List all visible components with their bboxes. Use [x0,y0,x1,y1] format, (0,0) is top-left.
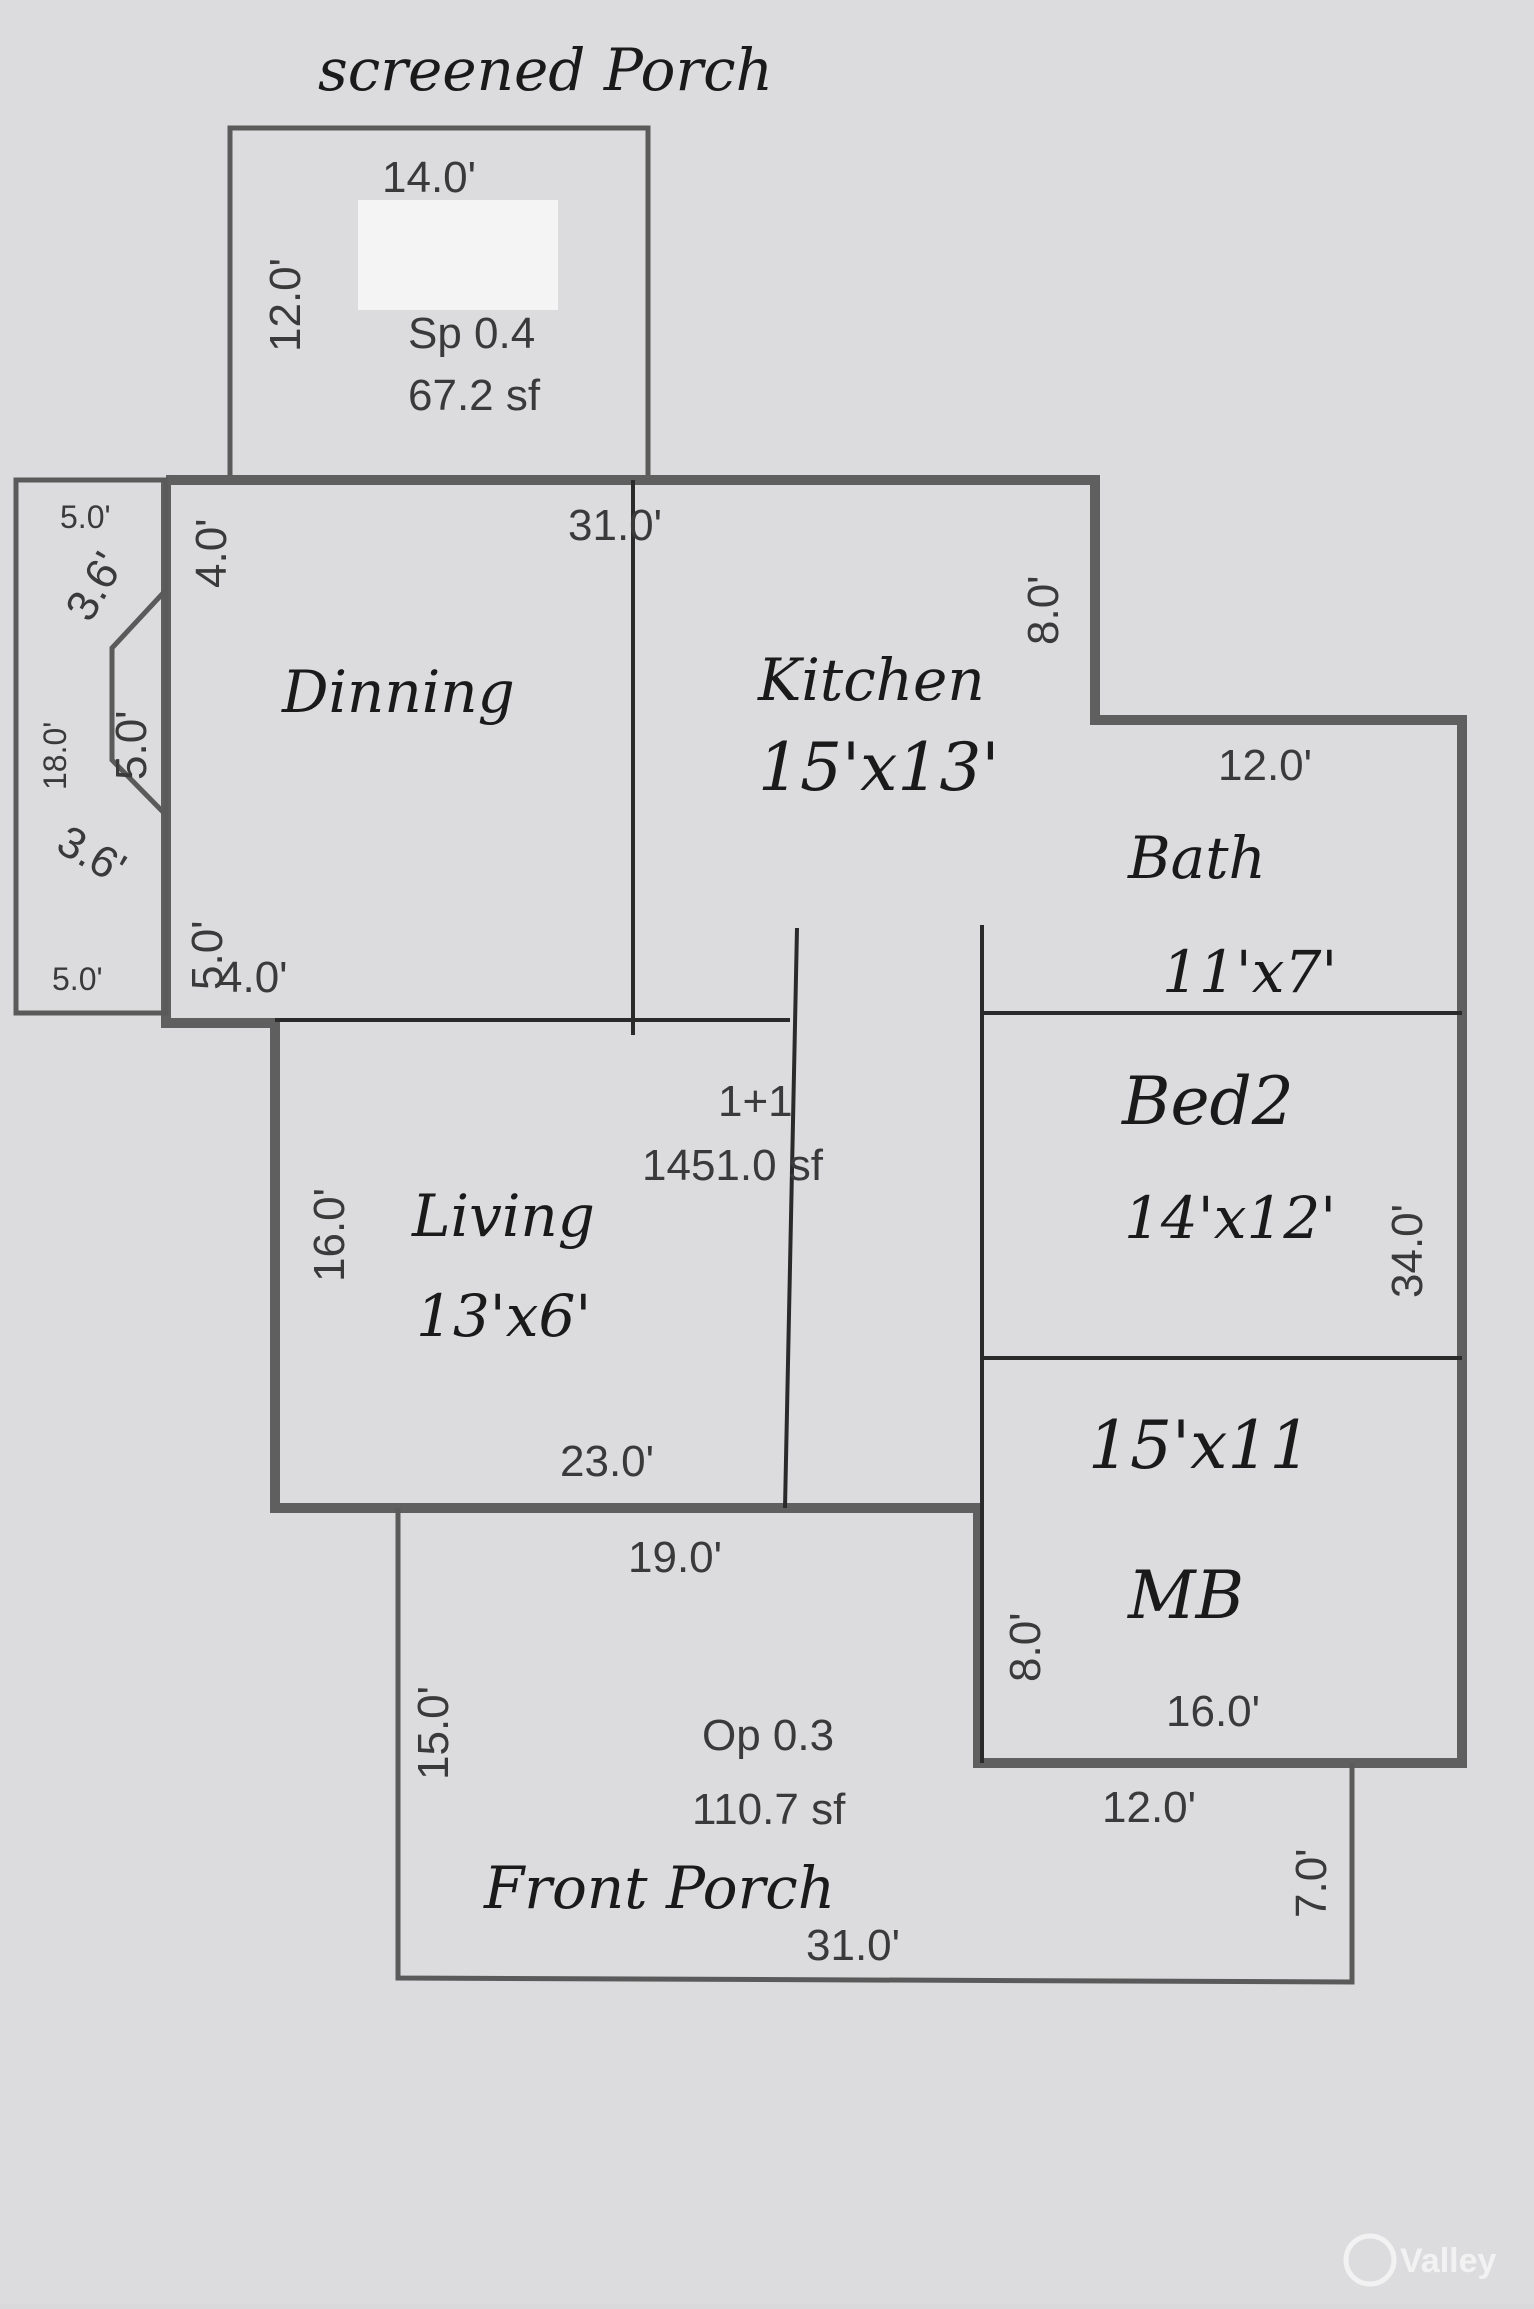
bay-middle: 5.0' [107,710,156,780]
living-left-wall: 16.0' [305,1188,354,1282]
front-porch-title: Front Porch [483,1854,835,1922]
screened-porch-code: Sp 0.4 [408,309,535,358]
front-porch-right: 7.0' [1287,1848,1336,1918]
valley-logo: Valley [1343,2233,1497,2287]
bath-label: Bath [1127,824,1266,892]
living-kitchen-divider [783,927,799,1509]
screened-porch-depth: 12.0' [261,258,310,352]
house-area: 1451.0 sf [642,1141,824,1190]
screened-porch-title: screened Porch [318,36,773,104]
bay-top-outer: 5.0' [60,499,111,535]
bay-inner-wall [109,480,169,1013]
bay-lower-inner: 5.0' [183,920,232,990]
screened-porch-width: 14.0' [382,153,476,202]
front-porch-top: 19.0' [628,1533,722,1582]
front-porch-left: 15.0' [409,1686,458,1780]
redaction-patch [358,200,558,310]
bay-top-inner: 4.0' [187,518,236,588]
living-size: 13'x6' [416,1282,591,1350]
valley-logo-text: Valley [1400,2242,1497,2280]
house-code: 1+1 [718,1077,793,1126]
kitchen-size: 15'x13' [758,729,999,806]
living-label: Living [411,1182,595,1250]
front-porch-area: 110.7 sf [692,1785,846,1834]
house-top-width: 31.0' [568,501,662,550]
right-wall-length: 34.0' [1383,1204,1432,1298]
front-porch-outline [395,1508,1355,1985]
house-outline [161,475,1467,1768]
bay-height: 18.0' [37,722,73,790]
mb-label: MB [1127,1557,1244,1634]
bed2-label: Bed2 [1121,1063,1294,1140]
kitchen-right-wall: 8.0' [1019,575,1068,645]
front-porch-step: 12.0' [1102,1783,1196,1832]
front-porch-bottom: 31.0' [806,1921,900,1970]
bottom-right-width: 16.0' [1166,1687,1260,1736]
living-bottom-width: 23.0' [560,1437,654,1486]
screened-porch-area: 67.2 sf [408,371,541,420]
mb-size: 15'x11 [1088,1407,1311,1484]
front-porch-code: Op 0.3 [702,1711,834,1760]
valley-logo-icon [1343,2233,1397,2287]
kitchen-label: Kitchen [757,646,985,714]
mb-left-wall: 8.0' [1001,1612,1050,1682]
dining-label: Dinning [281,658,515,726]
right-step-width: 12.0' [1218,741,1312,790]
bath-size: 11'x7' [1162,938,1337,1006]
bed2-size: 14'x12' [1124,1184,1336,1252]
bay-bottom-inner: 4.0' [218,953,288,1002]
bay-bottom-outer: 5.0' [52,961,103,997]
